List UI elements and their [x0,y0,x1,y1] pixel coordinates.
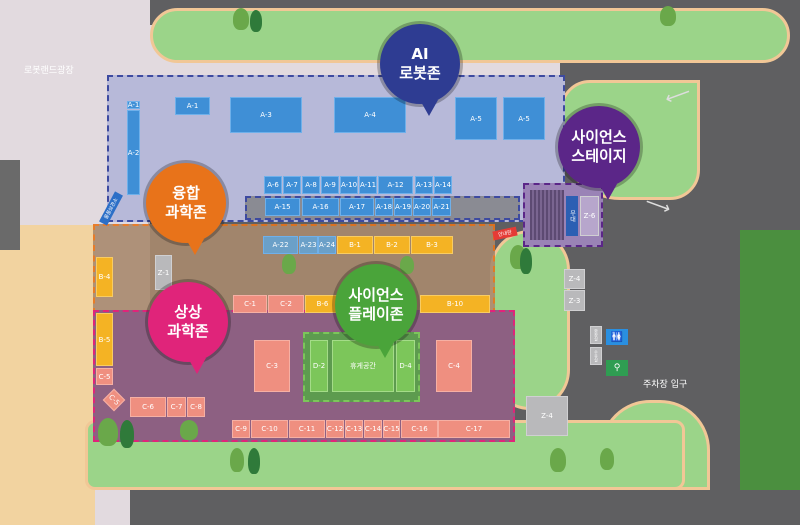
booth[interactable]: A-1 [175,97,210,115]
booth[interactable]: A-13 [415,176,433,194]
zone-title: 사이언스 [571,128,627,146]
booth[interactable]: A-5 [503,97,545,140]
booth[interactable]: A-1 [127,101,140,109]
road-left [0,160,20,250]
nursing-room-icon[interactable]: ⚲ [606,360,628,376]
zone-title: AI [411,45,429,63]
booth[interactable]: C-8 [187,397,205,417]
zone-title: 플레이존 [348,305,404,323]
booth[interactable]: Z-4 [526,396,568,436]
zone-title: 로봇존 [399,64,441,82]
booth[interactable]: C-11 [289,420,325,438]
booth[interactable]: A-10 [340,176,358,194]
zone-title: 스테이지 [571,147,627,165]
booth[interactable]: A-12 [378,176,413,194]
booth[interactable]: A-7 [283,176,301,194]
booth[interactable]: C-2 [268,295,304,313]
booth[interactable]: C-16 [401,420,438,438]
tree [250,10,262,32]
zone-title: 사이언스 [348,286,404,304]
zone-title: 상상 [174,303,202,321]
parking-entrance-label: 주차장 입구 [643,380,688,390]
booth[interactable]: C-5 [96,368,113,385]
booth[interactable]: B-3 [411,236,453,254]
booth[interactable]: C-7 [167,397,186,417]
restroom-icon[interactable]: 🚻 [606,329,628,345]
booth[interactable]: C-17 [438,420,510,438]
booth[interactable]: D-4 [396,340,415,392]
booth[interactable]: C-14 [364,420,382,438]
sand-area [0,225,95,525]
booth[interactable]: A-22 [263,236,298,254]
nursing-room-label: 수유실 [590,347,602,365]
booth[interactable]: Z-3 [564,290,585,311]
booth[interactable]: D-2 [310,340,328,392]
booth[interactable]: B-4 [96,257,113,297]
booth[interactable]: Z-1 [155,255,172,290]
booth[interactable]: Z-6 [580,196,599,236]
road-bottom [130,490,800,525]
booth[interactable]: A-15 [265,198,300,216]
tree [248,448,260,474]
booth[interactable]: A-17 [340,198,374,216]
plaza-label: 로봇랜드광장 [24,66,74,76]
tree [282,254,296,274]
restroom-label: 화장실 [590,326,602,344]
booth[interactable]: C-15 [383,420,400,438]
booth[interactable]: C-9 [232,420,250,438]
tree [98,418,118,446]
booth[interactable]: B-10 [420,295,490,313]
booth[interactable]: A-16 [302,198,339,216]
booth[interactable]: A-6 [264,176,282,194]
booth[interactable]: B-2 [374,236,410,254]
booth[interactable]: A-2 [127,110,140,195]
booth[interactable]: A-24 [318,236,336,254]
booth[interactable]: C-6 [130,397,166,417]
green-field [740,230,800,525]
booth[interactable]: A-14 [434,176,452,194]
tree [180,420,198,440]
zone-title: 과학존 [165,203,207,221]
booth[interactable]: C-12 [326,420,344,438]
booth[interactable]: A-21 [432,198,451,216]
booth[interactable]: A-8 [302,176,320,194]
tree [233,8,249,30]
tree [230,448,244,472]
booth[interactable]: A-19 [394,198,412,216]
booth[interactable]: A-23 [299,236,318,254]
booth[interactable]: Z-4 [564,269,585,289]
tree [600,448,614,470]
booth[interactable]: C-4 [436,340,472,392]
booth[interactable]: A-3 [230,97,302,133]
zone-title: 융합 [172,184,200,202]
booth[interactable]: C-3 [254,340,290,392]
tree [660,6,676,26]
booth[interactable]: A-4 [334,97,406,133]
zone-title: 과학존 [167,322,209,340]
booth[interactable]: A-20 [413,198,431,216]
booth[interactable]: C-10 [251,420,288,438]
booth[interactable]: B-5 [96,313,113,366]
booth[interactable]: A-5 [455,97,497,140]
booth[interactable]: C-1 [233,295,267,313]
tree [120,420,134,448]
tree [550,448,566,472]
booth[interactable]: C-13 [345,420,363,438]
booth[interactable]: A-18 [375,198,393,216]
booth[interactable]: B-1 [337,236,373,254]
booth[interactable]: A-11 [359,176,377,194]
stage[interactable]: 무대 [566,196,578,236]
tree [520,248,532,274]
stage-seating [530,190,564,240]
tree [400,256,414,274]
booth[interactable]: A-9 [321,176,339,194]
